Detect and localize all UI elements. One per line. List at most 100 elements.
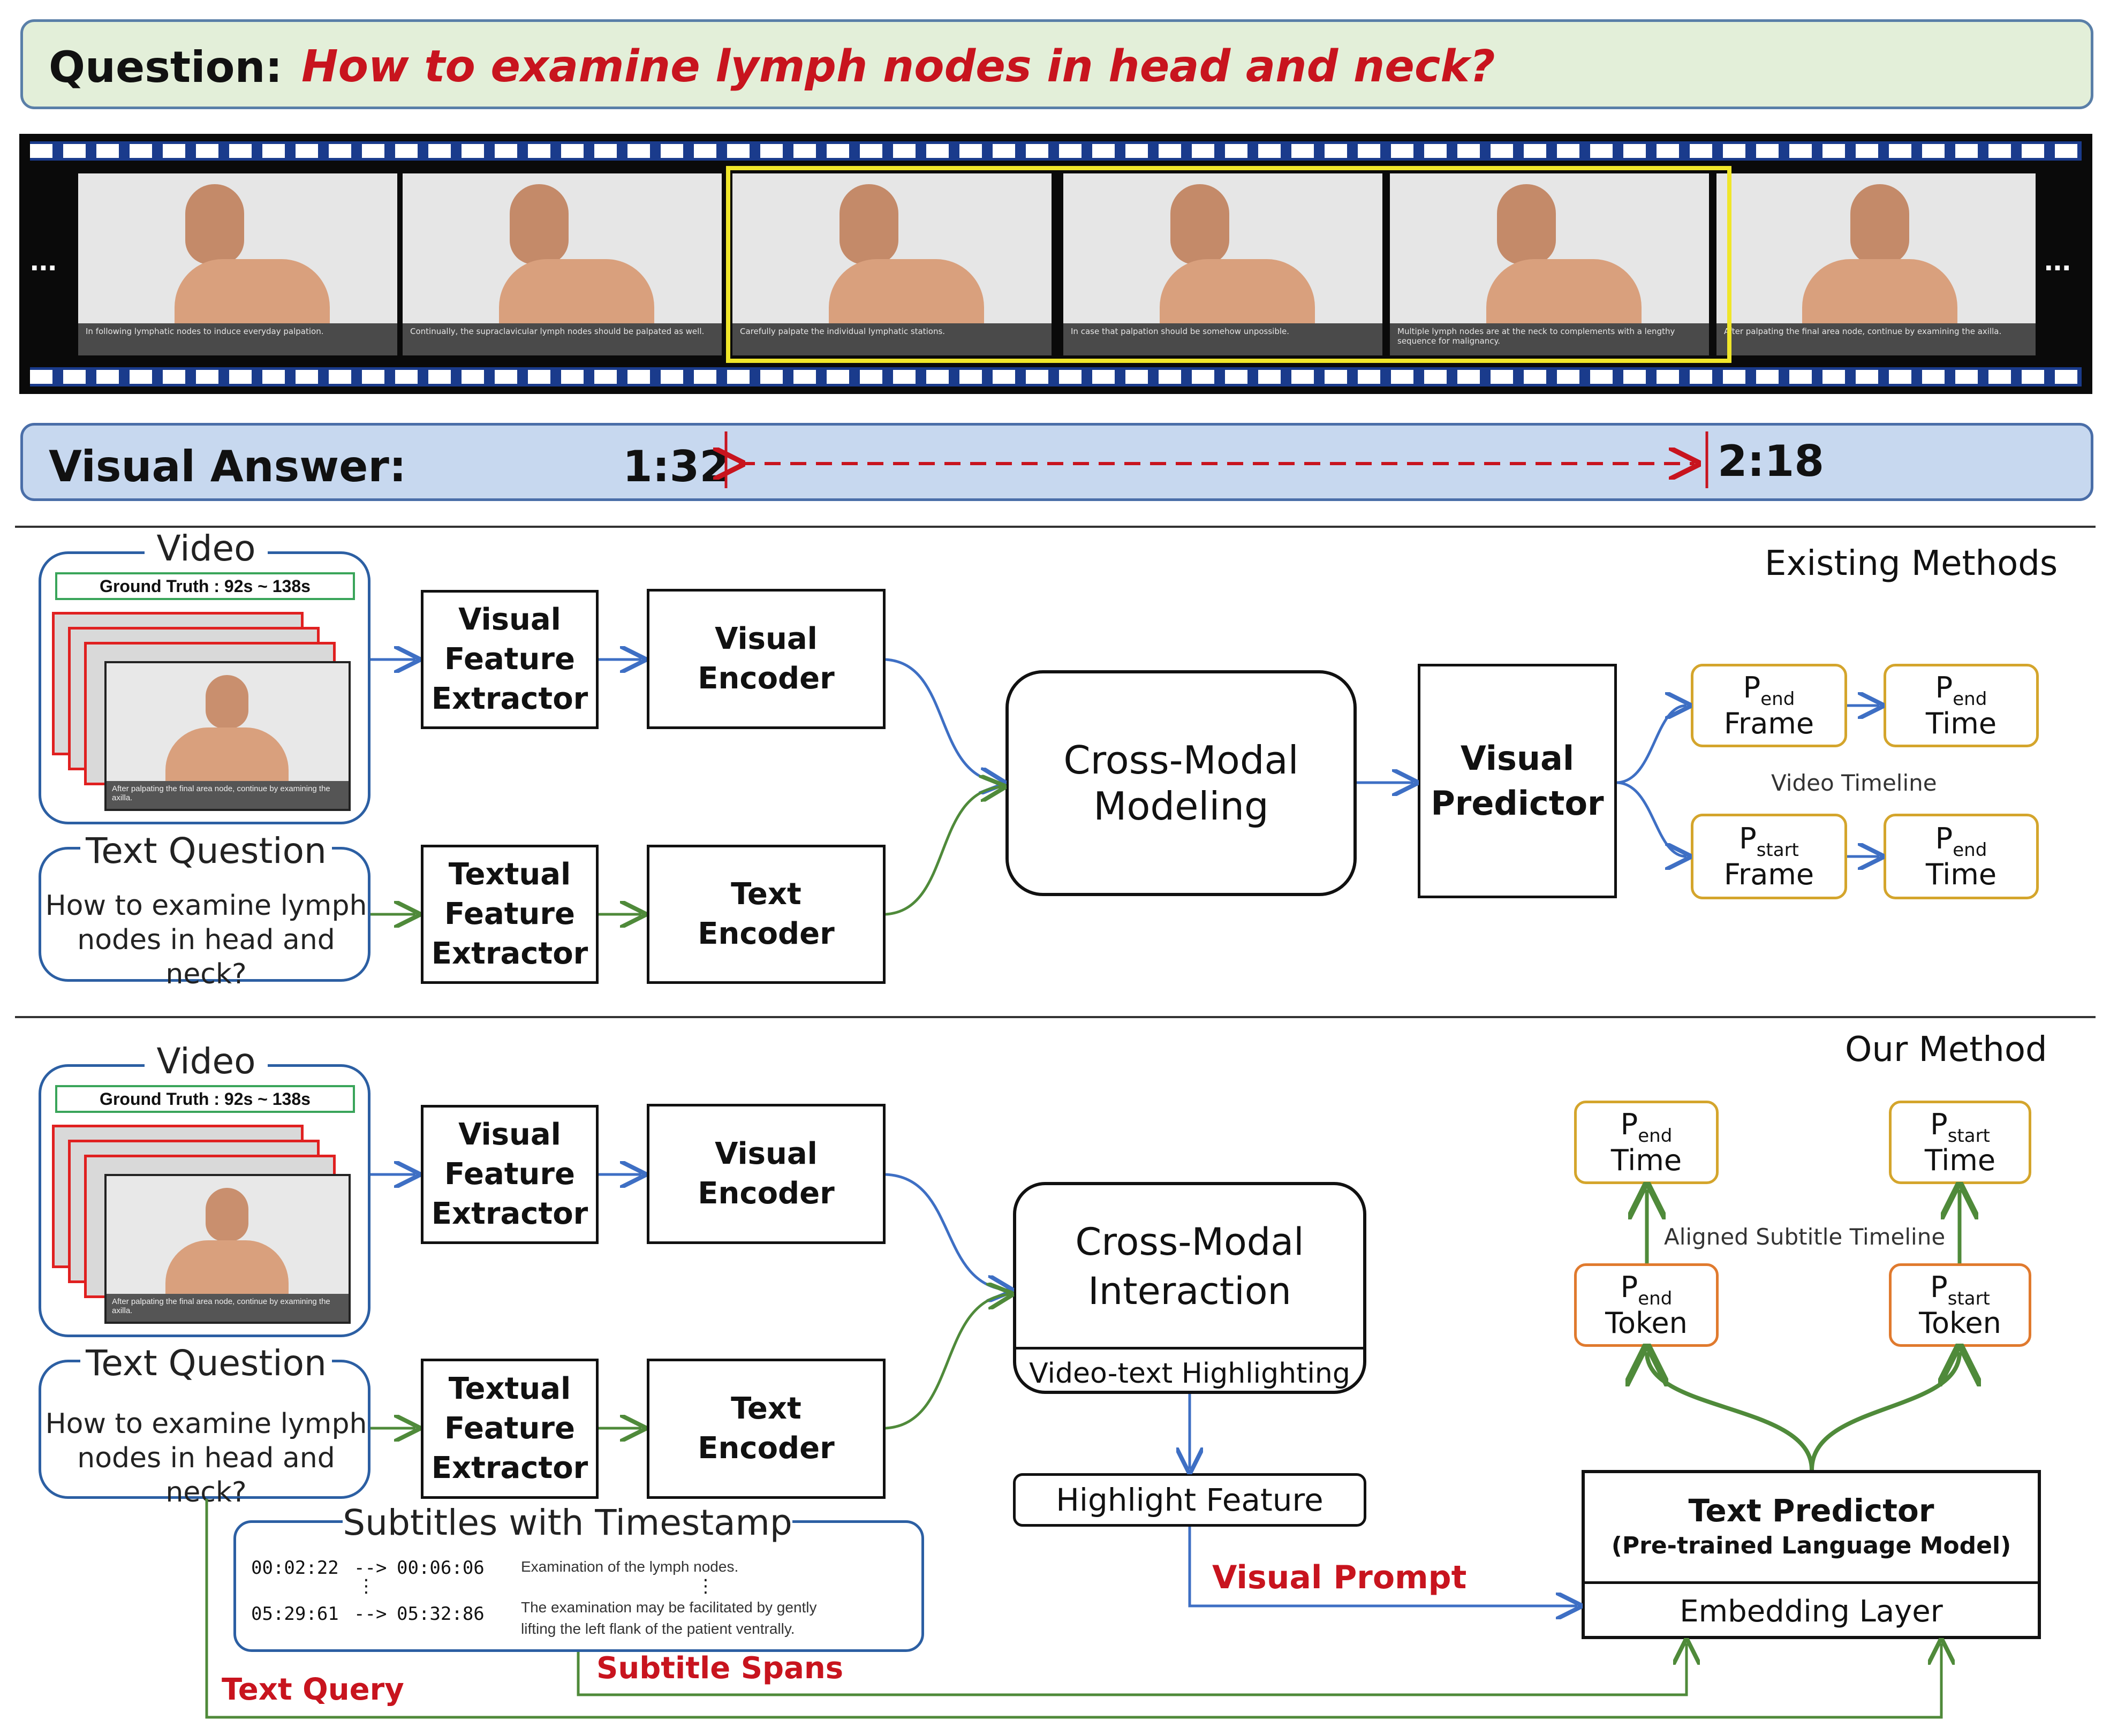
subtitle-dots: ⋮ (357, 1576, 375, 1596)
visual-encoder-label: Visual Encoder (698, 621, 835, 696)
arrow-tenc-to-crossmodal (885, 787, 1001, 916)
person-figure (185, 184, 244, 264)
arrow-vpred-to-pend (1616, 706, 1687, 784)
video-thumbnail-ours: After palpating the final area node, con… (104, 1174, 351, 1324)
embedding-layer: Embedding Layer (1585, 1581, 2038, 1639)
person-figure (206, 675, 248, 729)
arrow-vpred-to-pstart (1616, 781, 1687, 856)
person-torso (1160, 259, 1315, 334)
answer-end-time: 2:18 (1718, 436, 1824, 486)
person-figure (1170, 184, 1229, 264)
frame-caption-band: After palpating the final area node, con… (107, 781, 349, 809)
frame-caption: After palpating the final area node, con… (112, 784, 330, 802)
subtitle-spans-label: Subtitle Spans (596, 1651, 844, 1686)
text-predictor-sublabel: (Pre-trained Language Model) (1611, 1532, 2011, 1559)
text-encoder: Text Encoder (647, 845, 886, 984)
video-frame-2: Continually, the supraclavicular lymph n… (403, 173, 722, 355)
question-label: Question: (49, 42, 283, 92)
text-predictor-box: Text Predictor (Pre-trained Language Mod… (1582, 1470, 2041, 1639)
text-question-panel-title: Text Question (80, 832, 332, 870)
person-figure (206, 1188, 248, 1241)
section-divider (15, 526, 2096, 528)
text-question-panel-title-ours: Text Question (80, 1345, 332, 1382)
text-encoder-label-ours: Text Encoder (698, 1391, 835, 1466)
visual-predictor: Visual Predictor (1418, 664, 1617, 898)
visual-prompt-label: Visual Prompt (1212, 1559, 1467, 1596)
question-text: How to examine lymph nodes in head and n… (301, 41, 1495, 92)
frame-caption: After palpating the final area node, con… (1716, 323, 2036, 355)
answer-highlight-frame (726, 166, 1731, 363)
subtitle-text-2: The examination may be facilitated by ge… (521, 1599, 817, 1637)
text-question-text: How to examine lymph nodes in head and n… (45, 890, 367, 990)
frame-caption: Continually, the supraclavicular lymph n… (403, 323, 722, 355)
highlight-feature-label: Highlight Feature (1056, 1482, 1324, 1518)
video-panel-ours: Ground Truth : 92s ~ 138s After palpatin… (39, 1064, 370, 1337)
person-torso (175, 259, 330, 334)
person-torso (829, 259, 984, 334)
frame-caption: In case that palpation should be somehow… (1063, 323, 1382, 355)
frame-caption: After palpating the final area node, con… (112, 1297, 330, 1315)
arrow-predictor-to-pstarttoken (1810, 1352, 1960, 1470)
existing-methods-title: Existing Methods (1765, 544, 2058, 583)
video-panel: Ground Truth : 92s ~ 138s After palpatin… (39, 551, 370, 824)
visual-predictor-label: Visual Predictor (1431, 739, 1604, 823)
sprocket-row-bottom (30, 367, 2082, 386)
text-query-label: Text Query (222, 1672, 404, 1707)
text-encoder-ours: Text Encoder (647, 1359, 886, 1499)
video-frame-5: Multiple lymph nodes are at the neck to … (1390, 173, 1709, 355)
question-bar: Question: How to examine lymph nodes in … (20, 19, 2093, 109)
text-encoder-label: Text Encoder (698, 877, 835, 951)
subtitle-dots-right: ⋮ (697, 1576, 715, 1596)
ground-truth-label: Ground Truth : 92s ~ 138s (55, 572, 355, 600)
aligned-subtitle-timeline-label: Aligned Subtitle Timeline (1664, 1224, 1946, 1250)
ground-truth-label-ours: Ground Truth : 92s ~ 138s (55, 1085, 355, 1113)
text-question-text-ours: How to examine lymph nodes in head and n… (45, 1408, 367, 1508)
ground-truth-text: Ground Truth : 92s ~ 138s (100, 576, 311, 596)
arrow-venc-to-crossmodal (885, 658, 1001, 783)
highlight-feature-box: Highlight Feature (1013, 1473, 1366, 1527)
video-panel-title-ours: Video (145, 1043, 268, 1080)
subtitle-start-1: 00:02:22 (251, 1557, 339, 1579)
text-question-panel-ours (39, 1360, 370, 1499)
filmstrip-right-ellipsis: ... (2044, 241, 2071, 277)
visual-answer-label: Visual Answer: (49, 442, 406, 491)
person-torso (499, 259, 654, 334)
filmstrip-left-ellipsis: ... (30, 241, 57, 277)
visual-encoder: Visual Encoder (647, 589, 886, 729)
embedding-layer-label: Embedding Layer (1680, 1594, 1943, 1629)
person-figure (510, 184, 569, 264)
cross-modal-interaction-label: Cross-Modal Interaction (1075, 1220, 1304, 1313)
cross-modal-interaction: Cross-Modal Interaction Video-text Highl… (1013, 1182, 1366, 1394)
frame-caption: In following lymphatic nodes to induce e… (78, 323, 397, 355)
video-thumbnail: After palpating the final area node, con… (104, 661, 351, 811)
visual-feature-extractor-ours: Visual Feature Extractor (421, 1105, 599, 1244)
video-timeline-label: Video Timeline (1771, 770, 1937, 796)
subtitles-panel-title: Subtitles with Timestamp (343, 1502, 792, 1543)
section-divider (15, 1016, 2096, 1018)
subtitle-arrow-2: --> (354, 1603, 387, 1625)
our-method-title: Our Method (1845, 1030, 2047, 1070)
textual-feature-extractor-label: Textual Feature Extractor (431, 857, 588, 971)
frame-caption: Multiple lymph nodes are at the neck to … (1390, 323, 1709, 355)
subtitle-end-1: 00:06:06 (397, 1557, 485, 1579)
visual-feature-extractor-label-ours: Visual Feature Extractor (431, 1117, 588, 1231)
person-figure (840, 184, 898, 264)
video-frame-6: After palpating the final area node, con… (1716, 173, 2036, 355)
arrow-tenc-to-interaction (885, 1294, 1009, 1430)
video-frame-4: In case that palpation should be somehow… (1063, 173, 1382, 355)
video-panel-title: Video (145, 530, 268, 567)
answer-start-time: 1:32 (623, 442, 729, 491)
person-torso (1802, 259, 1957, 334)
